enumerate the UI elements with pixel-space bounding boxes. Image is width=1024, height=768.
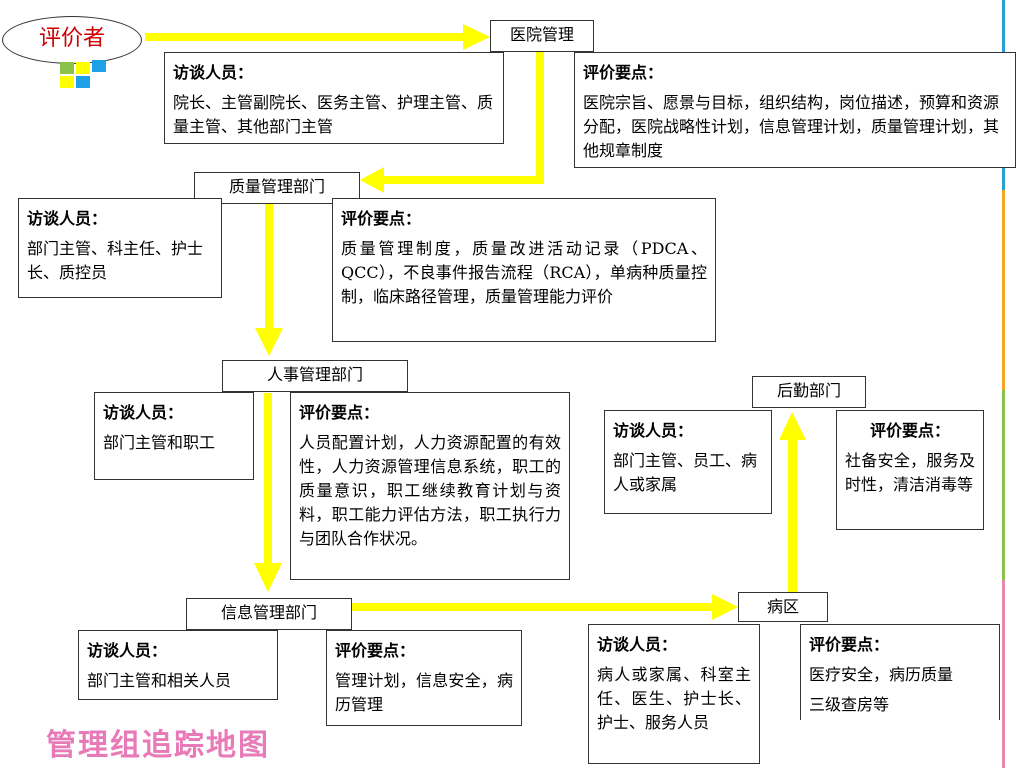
quality-eval-box: 评价要点： 质量管理制度，质量改进活动记录（PDCA、QCC），不良事件报告流程…: [332, 198, 716, 342]
info-eval-box: 评价要点： 管理计划，信息安全，病历管理: [326, 630, 522, 726]
interview-label: 访谈人员：: [173, 63, 254, 82]
eval-text: 社备安全，服务及时性，清洁消毒等: [845, 451, 975, 494]
eval-text-2: 三级查房等: [809, 695, 890, 714]
interview-text: 部门主管和职工: [103, 433, 216, 452]
interview-text: 部门主管、员工、病人或家属: [613, 451, 758, 494]
node-hospital-title: 医院管理: [490, 20, 594, 52]
interview-text: 部门主管和相关人员: [87, 671, 232, 690]
node-hr-title: 人事管理部门: [222, 360, 408, 392]
interview-text: 部门主管、科主任、护士长、质控员: [27, 239, 204, 282]
eval-label: 评价要点：: [335, 641, 416, 660]
color-squares-icon: [60, 60, 108, 92]
node-info-title: 信息管理部门: [186, 598, 352, 630]
arrow-info-to-ward: [352, 594, 738, 620]
evaluator-label: 评价者: [38, 26, 105, 51]
eval-text: 人员配置计划，人力资源配置的有效性，人力资源管理信息系统，职工的质量意识，职工继…: [299, 433, 561, 548]
evaluator-node: 评价者: [2, 16, 142, 64]
eval-label: 评价要点：: [341, 209, 422, 228]
arrow-ward-to-logistics: [779, 412, 806, 592]
logistics-eval-box: 评价要点： 社备安全，服务及时性，清洁消毒等: [836, 410, 984, 530]
node-ward-title: 病区: [738, 592, 828, 622]
eval-label: 评价要点：: [869, 421, 950, 440]
ward-interview-box: 访谈人员： 病人或家属、科室主任、医生、护士长、护士、服务人员: [588, 624, 760, 764]
hr-eval-box: 评价要点： 人员配置计划，人力资源配置的有效性，人力资源管理信息系统，职工的质量…: [290, 392, 570, 580]
arrow-quality-to-hr: [255, 200, 283, 356]
eval-label: 评价要点：: [809, 635, 890, 654]
node-logistics-title: 后勤部门: [752, 376, 866, 408]
footer-title: 管理组追踪地图: [46, 728, 270, 763]
interview-label: 访谈人员：: [613, 421, 694, 440]
interview-text: 病人或家属、科室主任、医生、护士长、护士、服务人员: [597, 665, 751, 732]
eval-label: 评价要点：: [299, 403, 380, 422]
hospital-interview-box: 访谈人员： 院长、主管副院长、医务主管、护理主管、质量主管、其他部门主管: [164, 52, 504, 144]
arrow-evaluator-to-hospital: [145, 24, 490, 50]
ward-eval-box: 评价要点： 医疗安全，病历质量 三级查房等: [800, 624, 1000, 720]
hospital-eval-box: 评价要点： 医院宗旨、愿景与目标，组织结构，岗位描述，预算和资源分配，医院战略性…: [574, 52, 1016, 168]
quality-interview-box: 访谈人员： 部门主管、科主任、护士长、质控员: [18, 198, 222, 298]
interview-label: 访谈人员：: [103, 403, 184, 422]
hr-interview-box: 访谈人员： 部门主管和职工: [94, 392, 254, 480]
interview-label: 访谈人员：: [597, 635, 678, 654]
interview-text: 院长、主管副院长、医务主管、护理主管、质量主管、其他部门主管: [173, 93, 494, 136]
eval-text: 医院宗旨、愿景与目标，组织结构，岗位描述，预算和资源分配，医院战略性计划，信息管…: [583, 93, 1000, 160]
arrow-hospital-to-quality: [360, 52, 544, 193]
eval-label: 评价要点：: [583, 63, 664, 82]
interview-label: 访谈人员：: [87, 641, 168, 660]
info-interview-box: 访谈人员： 部门主管和相关人员: [78, 630, 278, 700]
eval-text: 管理计划，信息安全，病历管理: [335, 671, 513, 714]
logistics-interview-box: 访谈人员： 部门主管、员工、病人或家属: [604, 410, 772, 514]
eval-text-1: 医疗安全，病历质量: [809, 665, 954, 684]
arrow-hr-to-info: [254, 393, 282, 592]
interview-label: 访谈人员：: [27, 209, 108, 228]
eval-text: 质量管理制度，质量改进活动记录（PDCA、QCC），不良事件报告流程（RCA），…: [341, 239, 707, 306]
